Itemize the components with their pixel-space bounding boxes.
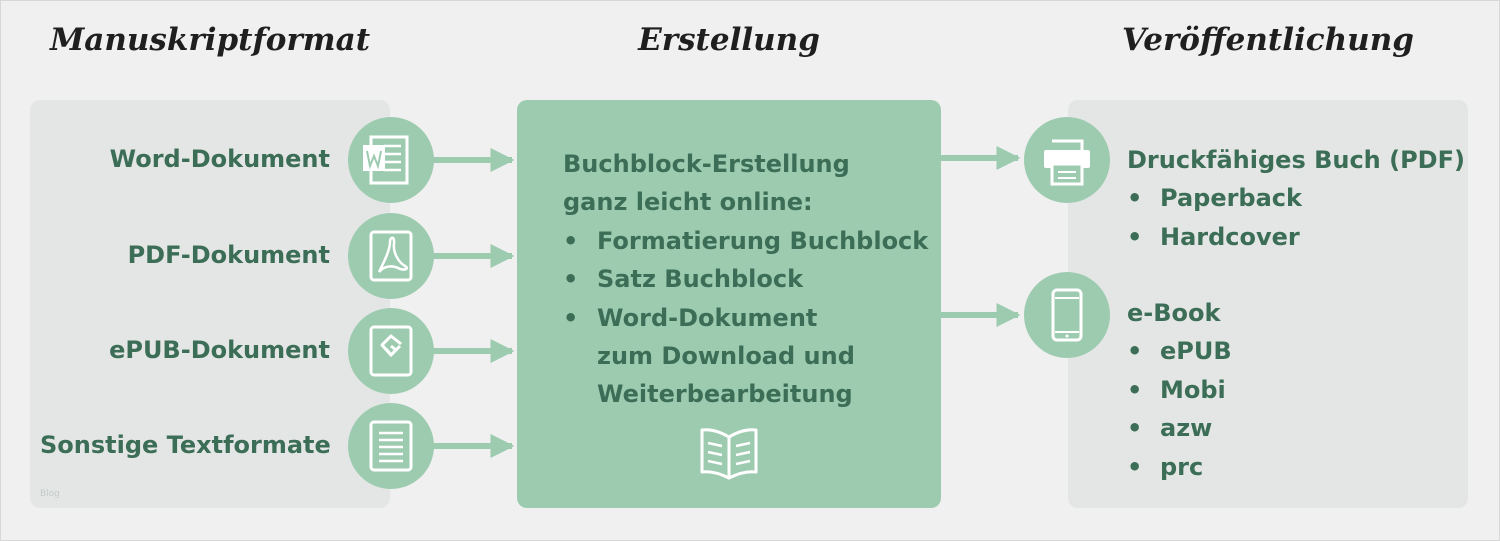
word-document-icon <box>348 117 434 203</box>
bullet-dot: • <box>1127 337 1143 366</box>
output-print-item: • Paperback <box>1127 179 1457 217</box>
manuscript-format-panel <box>30 100 390 508</box>
output-print-heading: Druckfähiges Buch (PDF) <box>1127 146 1465 174</box>
output-ebook-item: • prc <box>1127 448 1457 486</box>
source-label-other: Sonstige Textformate <box>40 431 331 459</box>
creation-bullet-text: Formatierung Buchblock <box>597 226 929 255</box>
epub-document-icon <box>348 308 434 394</box>
output-ebook-item-text: prc <box>1160 452 1204 481</box>
source-label-epub: ePUB-Dokument <box>109 336 330 364</box>
output-ebook-item: • ePUB <box>1127 332 1457 370</box>
pdf-document-icon <box>348 213 434 299</box>
title-erstellung: Erstellung <box>638 22 820 58</box>
creation-description: Buchblock-Erstellung ganz leicht online:… <box>563 145 935 414</box>
creation-bullet: • Word-Dokument <box>563 299 935 337</box>
bullet-dot: • <box>563 303 579 332</box>
creation-bullet-text: Satz Buchblock <box>597 265 804 294</box>
creation-intro-line-1: Buchblock-Erstellung <box>563 150 850 178</box>
text-document-icon <box>348 403 434 489</box>
smartphone-icon <box>1024 272 1110 358</box>
creation-bullet: • Satz Buchblock <box>563 260 935 298</box>
output-print-item-text: Paperback <box>1160 184 1302 213</box>
output-ebook-item-text: azw <box>1160 414 1213 443</box>
bullet-dot: • <box>563 226 579 255</box>
creation-bullet-continuation: zum Download und <box>597 342 855 371</box>
output-ebook-item-text: ePUB <box>1160 337 1232 366</box>
title-veroeffentlichung: Veröffentlichung <box>1122 22 1414 58</box>
output-ebook-item-text: Mobi <box>1160 375 1226 404</box>
output-ebook-item: • Mobi <box>1127 371 1457 409</box>
creation-intro-line-2: ganz leicht online: <box>563 188 813 217</box>
creation-bullet-text: Word-Dokument <box>597 303 818 332</box>
bullet-dot: • <box>1127 375 1143 404</box>
watermark: Blog <box>40 489 60 499</box>
output-ebook-item: • azw <box>1127 409 1457 447</box>
printer-icon <box>1024 117 1110 203</box>
bullet-dot: • <box>1127 414 1143 443</box>
bullet-dot: • <box>563 265 579 294</box>
bullet-dot: • <box>1127 184 1143 213</box>
title-manuskriptformat: Manuskriptformat <box>49 22 371 58</box>
output-print-item-text: Hardcover <box>1160 222 1300 251</box>
output-print-block: Druckfähiges Buch (PDF) • Paperback • Ha… <box>1127 141 1465 256</box>
source-label-word: Word-Dokument <box>109 145 330 173</box>
source-label-pdf: PDF-Dokument <box>127 241 330 269</box>
creation-bullet-continuation: Weiterbearbeitung <box>597 380 853 409</box>
bullet-dot: • <box>1127 452 1143 481</box>
output-print-item: • Hardcover <box>1127 218 1457 256</box>
creation-bullet: • Formatierung Buchblock <box>563 222 935 260</box>
bullet-dot: • <box>1127 222 1143 251</box>
output-ebook-block: e-Book • ePUB • Mobi • azw • prc <box>1127 294 1457 486</box>
output-ebook-heading: e-Book <box>1127 299 1221 327</box>
publication-panel <box>1068 100 1468 508</box>
open-book-icon <box>700 428 758 480</box>
